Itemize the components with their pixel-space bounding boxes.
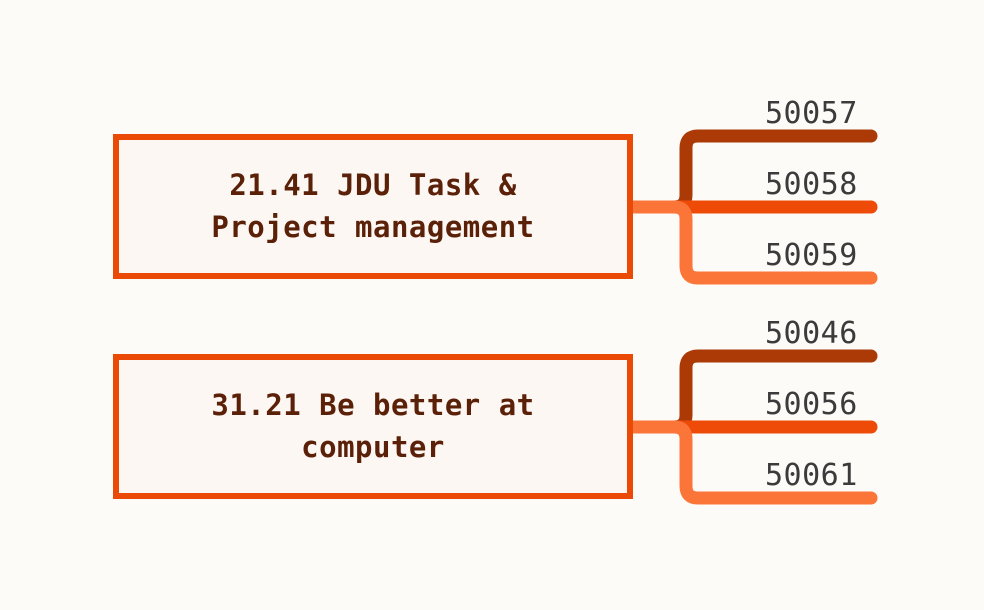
leaf-label-50058[interactable]: 50058 (765, 167, 858, 202)
topic-box-2[interactable]: 31.21 Be better at computer (113, 354, 633, 499)
leaf-label-50056[interactable]: 50056 (765, 387, 858, 422)
topic-box-1-label: 21.41 JDU Task & Project management (211, 168, 535, 244)
topic-box-1[interactable]: 21.41 JDU Task & Project management (113, 134, 633, 279)
leaf-label-50059[interactable]: 50059 (765, 238, 858, 273)
topic-box-2-label: 31.21 Be better at computer (211, 388, 535, 464)
leaf-label-50061[interactable]: 50061 (765, 458, 858, 493)
leaf-label-50057[interactable]: 50057 (765, 96, 858, 131)
leaf-label-50046[interactable]: 50046 (765, 316, 858, 351)
